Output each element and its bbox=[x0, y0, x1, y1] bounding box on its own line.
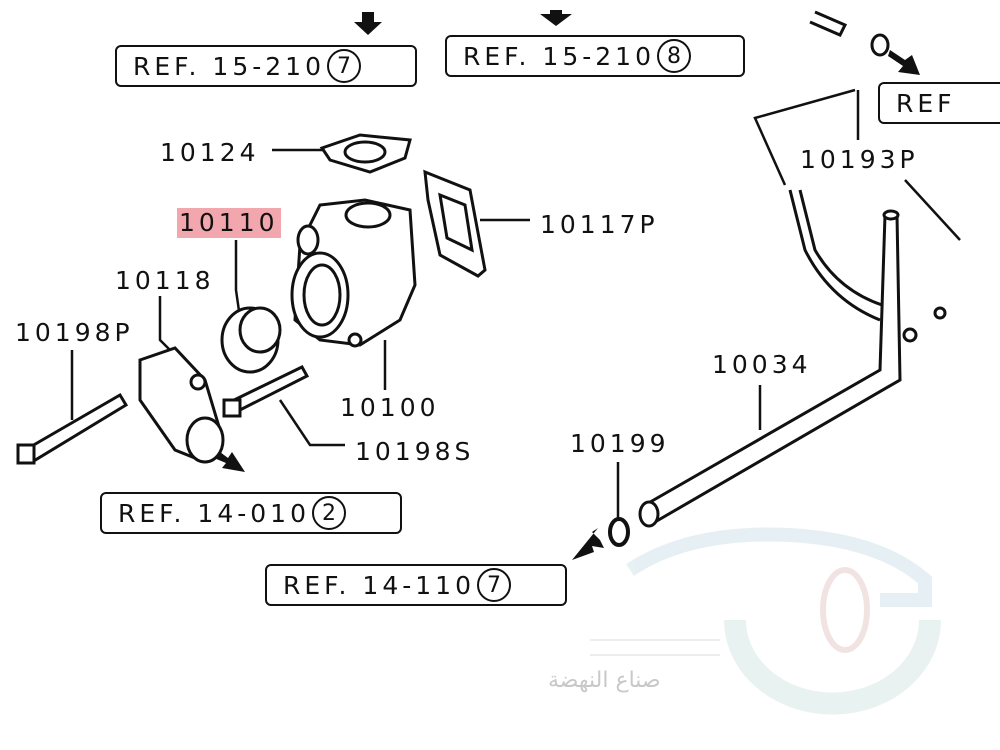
gasket-10124 bbox=[319, 133, 412, 174]
ref-circle-number: 7 bbox=[326, 49, 361, 83]
ref-circle-number: 8 bbox=[656, 39, 691, 73]
part-label-10110-highlighted[interactable]: 10110 bbox=[177, 208, 281, 238]
thermostat-housing-10100 bbox=[290, 198, 417, 348]
bolt-10198p bbox=[16, 392, 129, 465]
part-label-10124[interactable]: 10124 bbox=[160, 138, 260, 167]
arrow-icon bbox=[214, 10, 920, 560]
part-label-10100[interactable]: 10100 bbox=[340, 393, 440, 422]
ref-circle-number: 2 bbox=[311, 496, 346, 530]
part-label-10117p[interactable]: 10117P bbox=[540, 210, 659, 239]
watermark-text: صناع النهضة bbox=[548, 668, 661, 693]
ref-label: REF. 15-210 bbox=[133, 51, 325, 81]
ref-partial[interactable]: REF bbox=[878, 82, 1000, 124]
water-inlet-10118 bbox=[138, 346, 225, 464]
part-label-10199[interactable]: 10199 bbox=[570, 429, 670, 458]
ref-label: REF. 14-110 bbox=[283, 570, 475, 600]
part-label-10198s[interactable]: 10198S bbox=[355, 437, 475, 466]
o-ring-10199 bbox=[608, 517, 630, 547]
watermark-logo bbox=[590, 527, 941, 715]
bolt-10198s bbox=[222, 365, 310, 418]
ref-circle-number: 7 bbox=[476, 568, 511, 602]
part-label-10198p[interactable]: 10198P bbox=[15, 318, 134, 347]
part-label-10118[interactable]: 10118 bbox=[115, 266, 215, 295]
thermostat-10110 bbox=[220, 306, 282, 374]
water-pipe-10034 bbox=[638, 10, 947, 528]
part-label-10193p[interactable]: 10193P bbox=[800, 145, 919, 174]
ref-label: REF bbox=[896, 88, 956, 118]
ref-label: REF. 14-010 bbox=[118, 498, 310, 528]
ref-label: REF. 15-210 bbox=[463, 41, 655, 71]
part-label-10034[interactable]: 10034 bbox=[712, 350, 812, 379]
gasket-10117p bbox=[423, 169, 487, 278]
